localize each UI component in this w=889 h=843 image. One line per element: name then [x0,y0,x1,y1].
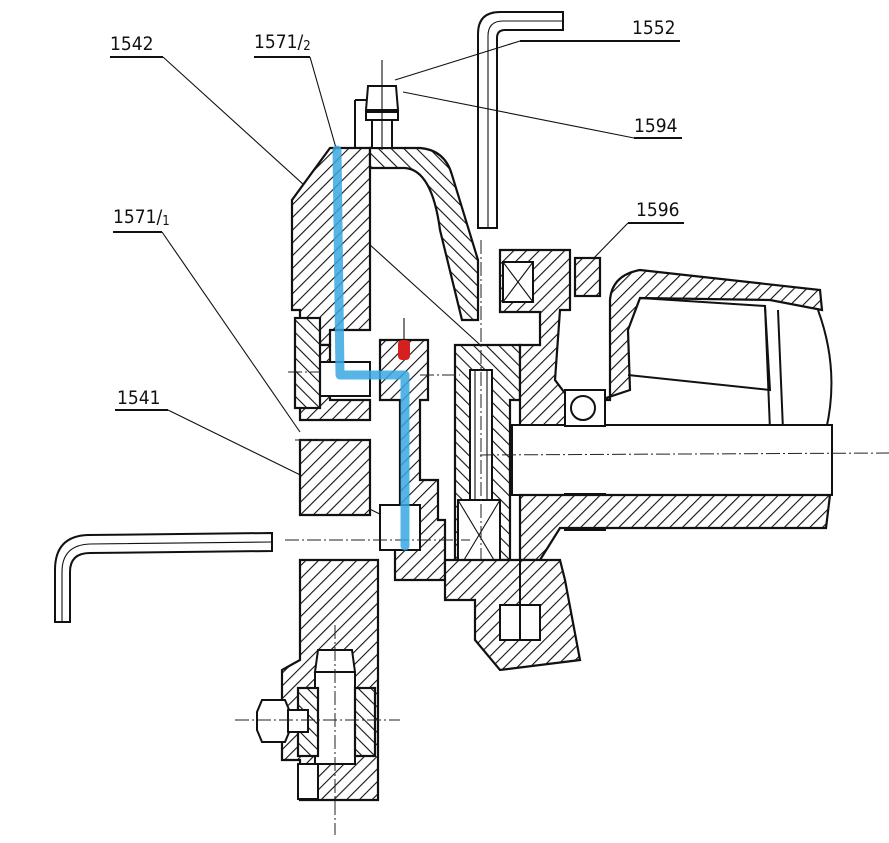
lower-housing [443,558,582,672]
callout-1571-1: 1571/1 [113,206,301,433]
callout-label: 1594 [634,115,678,137]
callout-label: 1542 [110,33,154,55]
grease-nipple-icon [398,340,410,360]
callout-1541: 1541 [115,387,393,521]
callout-1594: 1594 [402,91,682,139]
side-cover [293,316,322,410]
callout-label: 1571/2 [254,31,311,54]
callout-1552: 1552 [394,17,680,81]
hex-nut [256,699,291,743]
bottom-fitting [235,625,400,835]
callout-1571-2: 1571/2 [254,31,337,149]
callout-label: 1571/1 [113,206,170,229]
gear-block [378,338,447,582]
leader-line [161,231,301,433]
output-shaft [479,389,889,562]
callout-1596: 1596 [589,199,684,263]
nut-1596 [573,256,602,298]
lubrication-channel [332,145,410,551]
leader-line [589,222,629,263]
callout-label: 1596 [636,199,680,221]
leader-line [402,91,635,139]
pulley-shaft [453,240,522,600]
leader-line [394,40,521,81]
allen-key-left [54,531,273,623]
top-bracket [354,60,480,322]
leader-line [309,56,337,149]
allen-key-top [477,11,564,229]
callout-label: 1541 [117,387,161,409]
callout-label: 1552 [632,17,676,39]
